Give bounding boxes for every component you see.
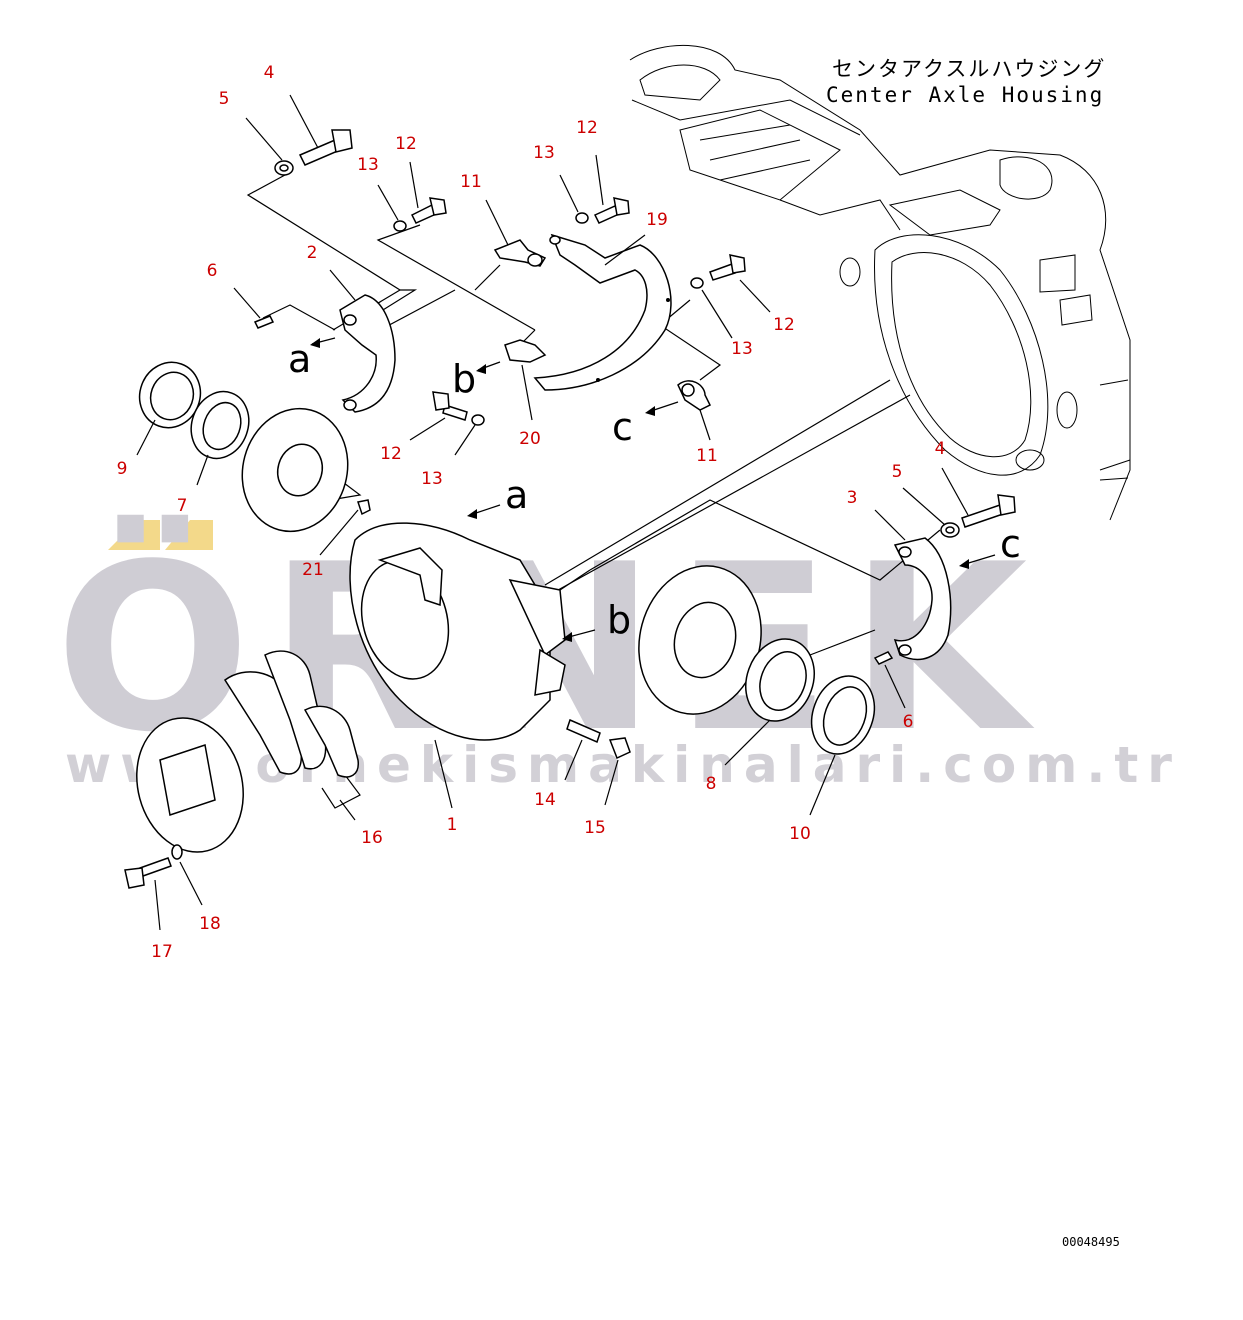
reference-b-top: b	[452, 357, 476, 401]
reference-c-bottom: c	[1000, 522, 1021, 566]
bolt-12-right[interactable]	[709, 254, 746, 281]
callout-3: 3	[847, 488, 858, 508]
callout-16: 16	[361, 828, 383, 848]
callout-12-top-a: 12	[395, 134, 417, 154]
reference-a-bottom: a	[505, 473, 528, 517]
callout-2: 2	[307, 243, 318, 263]
washer-13-lower[interactable]	[471, 414, 485, 426]
callout-9: 9	[117, 459, 128, 479]
callout-4-right: 4	[935, 439, 946, 459]
reference-a-top: a	[288, 337, 311, 381]
nut-15[interactable]	[608, 737, 631, 760]
washer-5-right[interactable]	[940, 522, 960, 538]
bolt-4-right[interactable]	[961, 494, 1016, 528]
guard-19[interactable]	[533, 233, 672, 391]
bolt-4-top[interactable]	[298, 129, 353, 166]
callout-6-right: 6	[903, 712, 914, 732]
callout-12-top-b: 12	[576, 118, 598, 138]
pin-6-right[interactable]	[873, 651, 894, 665]
reference-arrows	[310, 337, 996, 642]
callout-21: 21	[302, 560, 324, 580]
bolt-12-top-a[interactable]	[410, 197, 447, 224]
clip-11-lower[interactable]	[677, 380, 712, 411]
callout-12-right: 12	[773, 315, 795, 335]
callout-11-lower: 11	[696, 446, 718, 466]
callout-10: 10	[789, 824, 811, 844]
bearing-8[interactable]	[735, 629, 826, 731]
document-number: 00048495	[1062, 1235, 1120, 1249]
washer-13-top-a[interactable]	[393, 220, 407, 232]
callout-11-top: 11	[460, 172, 482, 192]
bracket-3[interactable]	[893, 537, 952, 661]
callout-5-top: 5	[219, 89, 230, 109]
ring-7[interactable]	[182, 383, 258, 466]
callout-5-right: 5	[892, 462, 903, 482]
callout-15: 15	[584, 818, 606, 838]
center-axle-housing	[629, 45, 1131, 521]
callout-7: 7	[177, 496, 188, 516]
washer-5-top[interactable]	[274, 160, 294, 176]
bolt-12-lower[interactable]	[432, 391, 468, 421]
hub-disc-right[interactable]	[623, 552, 778, 728]
callout-8: 8	[706, 774, 717, 794]
reference-c-top: c	[612, 405, 633, 449]
cover-disc-bottom-left[interactable]	[122, 706, 258, 864]
stud-14[interactable]	[566, 718, 601, 744]
title-jp: センタアクスルハウジング	[832, 57, 1106, 81]
ring-10[interactable]	[801, 667, 885, 763]
housing-1[interactable]	[349, 522, 566, 741]
washer-13-right[interactable]	[690, 277, 704, 289]
callout-4-top: 4	[264, 63, 275, 83]
bolt-17[interactable]	[124, 857, 172, 889]
callout-1: 1	[447, 815, 458, 835]
washer-13-top-b[interactable]	[575, 212, 589, 224]
bolt-12-top-b[interactable]	[593, 197, 630, 224]
callout-13-top-b: 13	[533, 143, 555, 163]
title-en: Center Axle Housing	[826, 83, 1104, 107]
clip-11-top[interactable]	[493, 239, 547, 267]
bracket-2[interactable]	[339, 294, 396, 413]
callout-13-top-a: 13	[357, 155, 379, 175]
watermark-accent-left	[108, 520, 160, 550]
callout-19: 19	[646, 210, 668, 230]
callout-18: 18	[199, 914, 221, 934]
callout-13-lower: 13	[421, 469, 443, 489]
pin-6-left[interactable]	[253, 315, 275, 329]
screw-21[interactable]	[357, 499, 371, 516]
washer-18[interactable]	[171, 844, 183, 860]
shims-16[interactable]	[223, 650, 359, 778]
callout-17: 17	[151, 942, 173, 962]
callout-12-lower: 12	[380, 444, 402, 464]
callout-14: 14	[534, 790, 556, 810]
seal-9[interactable]	[131, 354, 210, 437]
callout-20: 20	[519, 429, 541, 449]
callout-13-right: 13	[731, 339, 753, 359]
callout-leaders	[136, 94, 969, 931]
flange-disc-left[interactable]	[229, 397, 362, 544]
callout-6-top: 6	[207, 261, 218, 281]
reference-b-bottom: b	[607, 598, 631, 642]
clip-20[interactable]	[504, 339, 547, 363]
watermark-accent-right	[165, 520, 213, 550]
